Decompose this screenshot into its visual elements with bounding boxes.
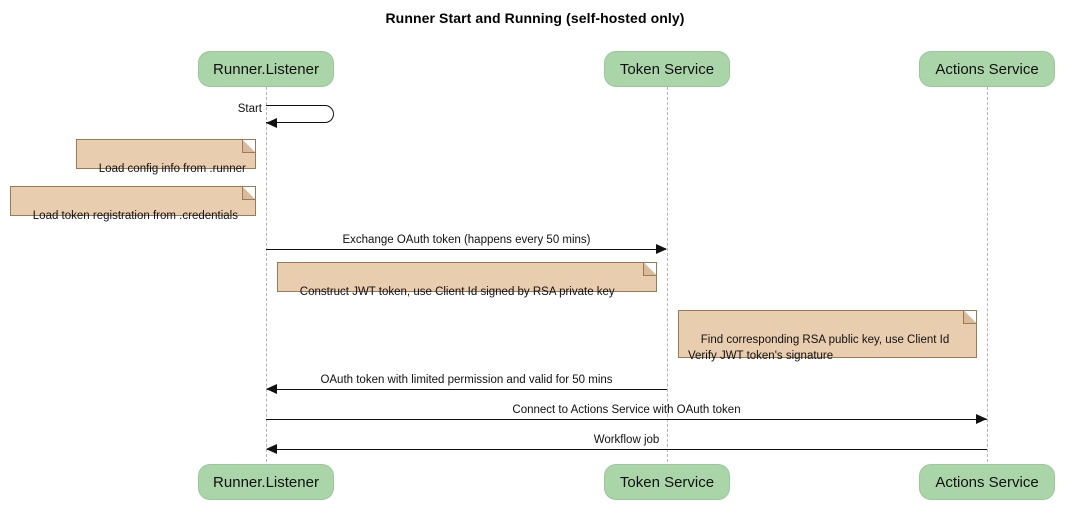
note-fold-icon bbox=[242, 140, 255, 153]
participant-label: Token Service bbox=[619, 60, 715, 78]
note-fold-icon bbox=[963, 311, 976, 324]
participant-token-bottom[interactable]: Token Service bbox=[604, 464, 730, 500]
message-label-oauth-token-return: OAuth token with limited permission and … bbox=[320, 374, 613, 386]
participant-label: Actions Service bbox=[935, 60, 1039, 78]
message-label-connect-actions-service: Connect to Actions Service with OAuth to… bbox=[512, 404, 741, 416]
note-text: Find corresponding RSA public key, use C… bbox=[688, 334, 950, 362]
message-line-connect-actions-service bbox=[266, 419, 987, 420]
arrowhead-connect-actions-service bbox=[976, 413, 987, 424]
note-verify-jwt-signature: Find corresponding RSA public key, use C… bbox=[678, 310, 977, 362]
arrowhead-oauth-token-return bbox=[266, 383, 277, 394]
message-label-workflow-job: Workflow job bbox=[593, 434, 660, 446]
participant-actions-top[interactable]: Actions Service bbox=[919, 51, 1055, 87]
note-fold-icon bbox=[242, 187, 255, 200]
participant-label: Runner.Listener bbox=[213, 60, 319, 78]
participant-actions-bottom[interactable]: Actions Service bbox=[919, 464, 1055, 500]
arrowhead-start bbox=[266, 117, 277, 128]
participant-token-top[interactable]: Token Service bbox=[604, 51, 730, 87]
arrowhead-exchange-oauth-token bbox=[656, 243, 667, 254]
note-load-config: Load config info from .runner bbox=[76, 139, 256, 175]
participant-label: Runner.Listener bbox=[213, 473, 319, 491]
lifeline-token bbox=[667, 87, 668, 462]
participant-runner-bottom[interactable]: Runner.Listener bbox=[198, 464, 334, 500]
message-line-oauth-token-return bbox=[267, 389, 667, 390]
note-construct-jwt-token: Construct JWT token, use Client Id signe… bbox=[277, 262, 657, 298]
note-text: Load token registration from .credential… bbox=[32, 210, 238, 222]
page-title: Runner Start and Running (self-hosted on… bbox=[385, 10, 685, 26]
message-line-workflow-job bbox=[267, 449, 987, 450]
participant-label: Actions Service bbox=[935, 473, 1039, 491]
participant-runner-top[interactable]: Runner.Listener bbox=[198, 51, 334, 87]
arrowhead-workflow-job bbox=[266, 443, 277, 454]
lifeline-runner bbox=[266, 87, 267, 462]
message-line-exchange-oauth-token bbox=[266, 249, 666, 250]
note-text: Load config info from .runner bbox=[98, 163, 246, 175]
lifeline-actions bbox=[987, 87, 988, 462]
message-self-start bbox=[266, 105, 334, 123]
note-text: Construct JWT token, use Client Id signe… bbox=[299, 286, 615, 298]
message-label-exchange-oauth-token: Exchange OAuth token (happens every 50 m… bbox=[342, 234, 591, 246]
participant-label: Token Service bbox=[619, 473, 715, 491]
message-label-start: Start bbox=[237, 103, 262, 115]
note-load-token-registration: Load token registration from .credential… bbox=[10, 186, 256, 222]
note-fold-icon bbox=[643, 263, 656, 276]
